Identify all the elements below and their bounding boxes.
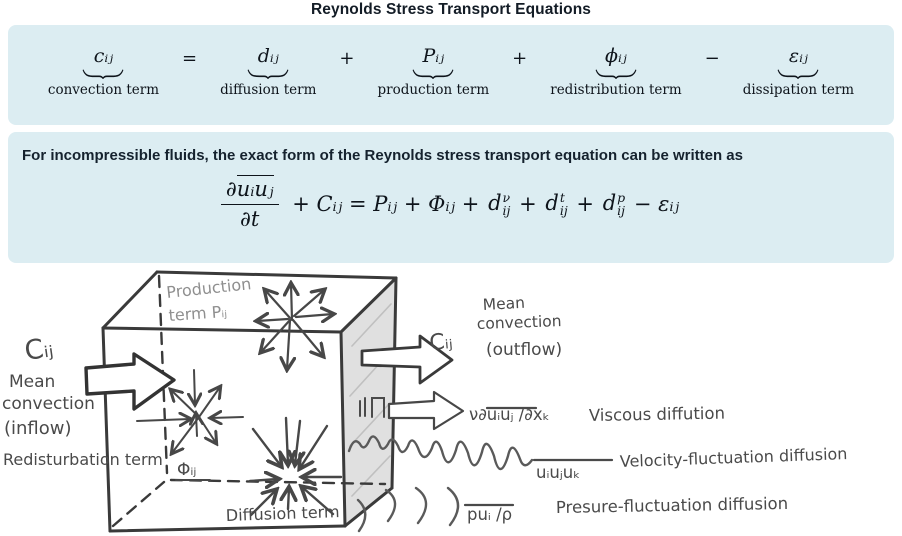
pressure-label: Presure-fluctuation diffusion [556, 494, 789, 517]
outflow-label-3: (outflow) [486, 340, 562, 360]
inflow-label-2: convection [2, 394, 95, 414]
diffusion-label: Diffusion term [225, 502, 339, 525]
viscous-math: ν∂uᵢuⱼ /∂xₖ [469, 405, 550, 424]
diffusion-arrows [248, 416, 343, 517]
term-label: diffusion term [220, 81, 317, 98]
equals-operator: = [182, 48, 198, 69]
term-symbol: Pᵢⱼ [422, 45, 445, 67]
cube [101, 270, 398, 533]
outflow-symbol: Cᵢⱼ [428, 329, 453, 356]
underbrace-icon [83, 69, 124, 79]
redistribution-term: ϕᵢⱼ redistribution term [550, 46, 681, 98]
formal-equation-intro: For incompressible fluids, the exact for… [22, 147, 743, 164]
production-label-2: term Pᵢⱼ [168, 302, 228, 325]
d-base: d [602, 191, 617, 216]
page-title: Reynolds Stress Transport Equations [311, 1, 591, 18]
overlined-stress: uᵢuⱼ [236, 175, 274, 201]
viscous-label: Viscous diffution [589, 404, 725, 425]
term-symbol: εᵢⱼ [788, 45, 808, 67]
plus-operator: + [339, 48, 355, 69]
plus-operator: + [519, 192, 537, 216]
outflow-arrow [360, 334, 454, 385]
production-arrows [257, 284, 333, 369]
term-equation: cᵢⱼ convection term = dᵢⱼ diffusion term… [8, 25, 894, 98]
term-symbol: dᵢⱼ [257, 45, 279, 67]
handwritten-overbars [463, 406, 614, 507]
production-term: Pᵢⱼ production term [377, 46, 489, 98]
inflow-symbol: Cᵢⱼ [23, 332, 55, 367]
term-label: redistribution term [550, 81, 682, 98]
dissipation-term: εᵢⱼ dissipation term [743, 46, 854, 98]
redistribution-arrows [136, 369, 244, 481]
viscous-diffusion-arrow [387, 390, 465, 431]
redistribution-symbol: Φᵢⱼ [177, 460, 196, 480]
small-doodle-marks [359, 397, 385, 418]
cube-right-face-shading [341, 278, 396, 526]
production-label-1: Production [165, 274, 252, 302]
inflow-label-3: (inflow) [4, 418, 72, 439]
outflow-label-2: convection [477, 312, 562, 333]
term-label: production term [377, 81, 490, 98]
underbrace-icon [413, 69, 454, 79]
term-symbol: ϕᵢⱼ [605, 45, 627, 67]
hand-drawn-cube-diagram: Cᵢⱼ Mean convection (inflow) Redisturbat… [2, 270, 848, 533]
term-label: dissipation term [742, 81, 855, 98]
d-base: d [545, 191, 559, 216]
pressure-fluctuation-arcs [356, 486, 460, 533]
inflow-arrow [84, 352, 176, 411]
inflow-label-1: Mean [9, 372, 55, 392]
fraction-numerator: ∂uᵢuⱼ [220, 175, 279, 205]
term-equation-panel: cᵢⱼ convection term = dᵢⱼ diffusion term… [8, 25, 894, 125]
velocity-label: Velocity-fluctuation diffusion [619, 444, 847, 471]
redistribution-label: Redisturbation term [3, 450, 163, 469]
fraction-denominator: ∂t [240, 207, 260, 231]
term-label: convection term [47, 81, 160, 98]
d-base: d [488, 191, 502, 216]
outflow-label-1: Mean [482, 294, 525, 314]
underbrace-icon [248, 69, 289, 79]
minus-operator: − [704, 48, 720, 69]
partial-symbol: ∂ [225, 177, 237, 201]
d-sup: ν [502, 190, 511, 206]
pressure-math: puᵢ /ρ [467, 505, 512, 524]
underbrace-icon [595, 69, 637, 79]
d-sup: p [617, 190, 626, 206]
d-sub: ij [617, 203, 626, 218]
diffusion-term: dᵢⱼ diffusion term [220, 46, 316, 98]
plus-operator: + [512, 48, 528, 69]
plus-operator: + [576, 192, 594, 216]
formal-equation-panel: For incompressible fluids, the exact for… [8, 132, 894, 263]
term-symbol: cᵢⱼ [93, 45, 114, 67]
velocity-fluctuation-wave [347, 435, 534, 471]
velocity-math: uᵢuⱼuₖ [536, 463, 580, 482]
convection-term: cᵢⱼ convection term [48, 46, 159, 98]
equation-tail: − εᵢⱼ [633, 192, 680, 216]
underbrace-icon [778, 69, 819, 79]
d-sub: ij [502, 203, 511, 218]
d-sup: t [559, 190, 565, 206]
equation-lhs-rhs: + Cᵢⱼ = Pᵢⱼ + Φᵢⱼ + [292, 192, 480, 216]
time-derivative-fraction: ∂uᵢuⱼ ∂t [220, 175, 279, 231]
d-sub: ij [559, 203, 568, 218]
